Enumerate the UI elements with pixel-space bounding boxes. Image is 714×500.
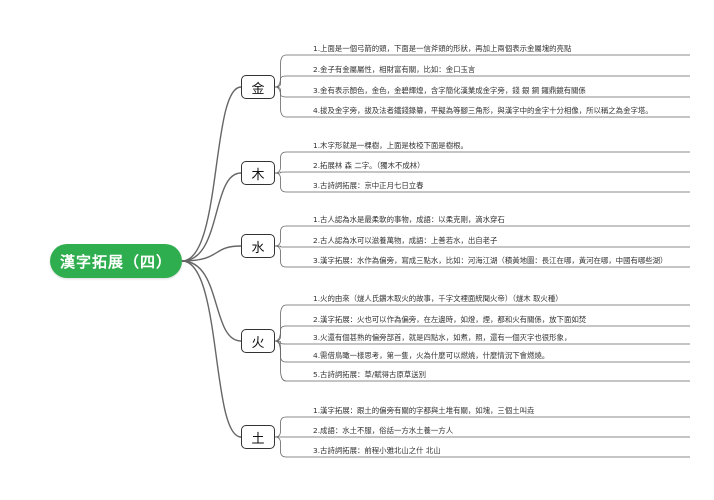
huo-leaf-1-connector (274, 304, 690, 342)
leaf-item: 2.古人認為水可以滋養萬物，成語：上善若水，出自老子 (313, 236, 498, 245)
mu-leaf-3-connector (274, 172, 690, 193)
tu-leaf-3-connector (274, 436, 690, 458)
jin-leaf-4-connector (274, 86, 690, 118)
leaf-item: 1.漢字拓展：跟土的偏旁有關的字都與土堆有關，如塊，三個土叫垚 (313, 406, 535, 415)
leaf-item: 3.古詩詞拓展：前程小雅北山之什 北山 (313, 446, 441, 455)
leaf-item: 3.漢字拓展：水作為偏旁，寫成三點水，比如：河海江湖（積黃地圖：長江在哪，黃河在… (313, 256, 668, 265)
leaf-item: 2.拓展林 森 二字。（獨木不成林） (313, 161, 425, 170)
mu-leaf-1-connector (274, 151, 690, 174)
root-to-jin-connector (181, 86, 242, 262)
shui-leaf-1-connector (274, 225, 690, 247)
root-to-huo-connector (181, 260, 242, 342)
leaf-item: 2.成語：水土不服，俗話一方水土養一方人 (313, 426, 454, 435)
branch-label: 土 (251, 431, 265, 447)
leaf-item: 4.需借鳥瞰一樣思考，第一隻，火為什麼可以燃燒，什麼情況下會燃燒。 (313, 351, 550, 360)
leaf-item: 1.木字形就是一棵樹，上面是枝椏下面是樹根。 (313, 141, 468, 150)
leaf-item: 1.上面是一個弓箭的頭，下面是一信斧頭的形狀，再加上兩個表示金屬塊的亮點 (313, 44, 572, 53)
huo-leaf-3-connector (274, 340, 690, 345)
leaf-item: 1.火的由來（燧人氏鑽木取火的故事，千字文裡面統聞火帝）（燧木 取火種） (313, 294, 563, 303)
shui-leaf-3-connector (274, 245, 690, 268)
leaf-item: 3.古詩詞拓展：京中正月七日立春 (313, 181, 424, 190)
branch-label: 火 (251, 335, 265, 351)
branch-node-mu[interactable]: 木 (241, 161, 275, 185)
root-node[interactable]: 漢字拓展（四） (50, 244, 182, 278)
huo-leaf-5-connector (274, 340, 690, 382)
root-to-mu-connector (181, 172, 242, 262)
leaf-item: 5.古詩詞拓展：草/賦得古原草送別 (313, 370, 427, 379)
leaf-item: 2.漢字拓展：火也可以作為偏旁，在左邊時，如燈，煙，都和火有關係，放下面如焚 (313, 315, 587, 324)
leaf-item: 4.拔及金字旁，拔及法者鐵錢錄纂，平擬為等腳三角形，與漢字中的金字十分相像，所以… (313, 106, 653, 115)
root-to-tu-connector (181, 260, 242, 438)
root-to-shui-connector (181, 245, 242, 262)
branch-label: 木 (251, 167, 265, 183)
shui-leaf-2-connector (274, 245, 690, 248)
jin-leaf-2-connector (274, 75, 690, 88)
branch-node-shui[interactable]: 水 (241, 234, 275, 258)
leaf-item: 3.火還有個甚熟的偏旁部首，就是四點水，如煮，照，還有一個灭字也很形象， (313, 333, 572, 342)
branch-node-jin[interactable]: 金 (241, 75, 275, 99)
mu-leaf-2-connector (274, 171, 690, 174)
root-title: 漢字拓展（四） (59, 252, 172, 271)
tu-leaf-1-connector (274, 416, 690, 438)
leaf-item: 1.古人認為水是最柔軟的事物，成語：以柔克剛，滴水穿石 (313, 215, 505, 224)
leaf-item: 3.金有表示顏色，金色，金碧輝煌，含字簡化漢業成金字旁，錢 銀 鋼 鑼鼎鏡有關係 (313, 86, 586, 95)
branch-label: 水 (251, 240, 265, 256)
leaf-item: 2.金子有金屬屬性，相財富有關，比如：金口玉言 (313, 65, 476, 74)
branch-node-huo[interactable]: 火 (241, 329, 275, 353)
huo-leaf-2-connector (274, 325, 690, 342)
jin-leaf-1-connector (274, 54, 690, 88)
branch-node-tu[interactable]: 土 (241, 425, 275, 449)
branch-label: 金 (251, 81, 265, 97)
